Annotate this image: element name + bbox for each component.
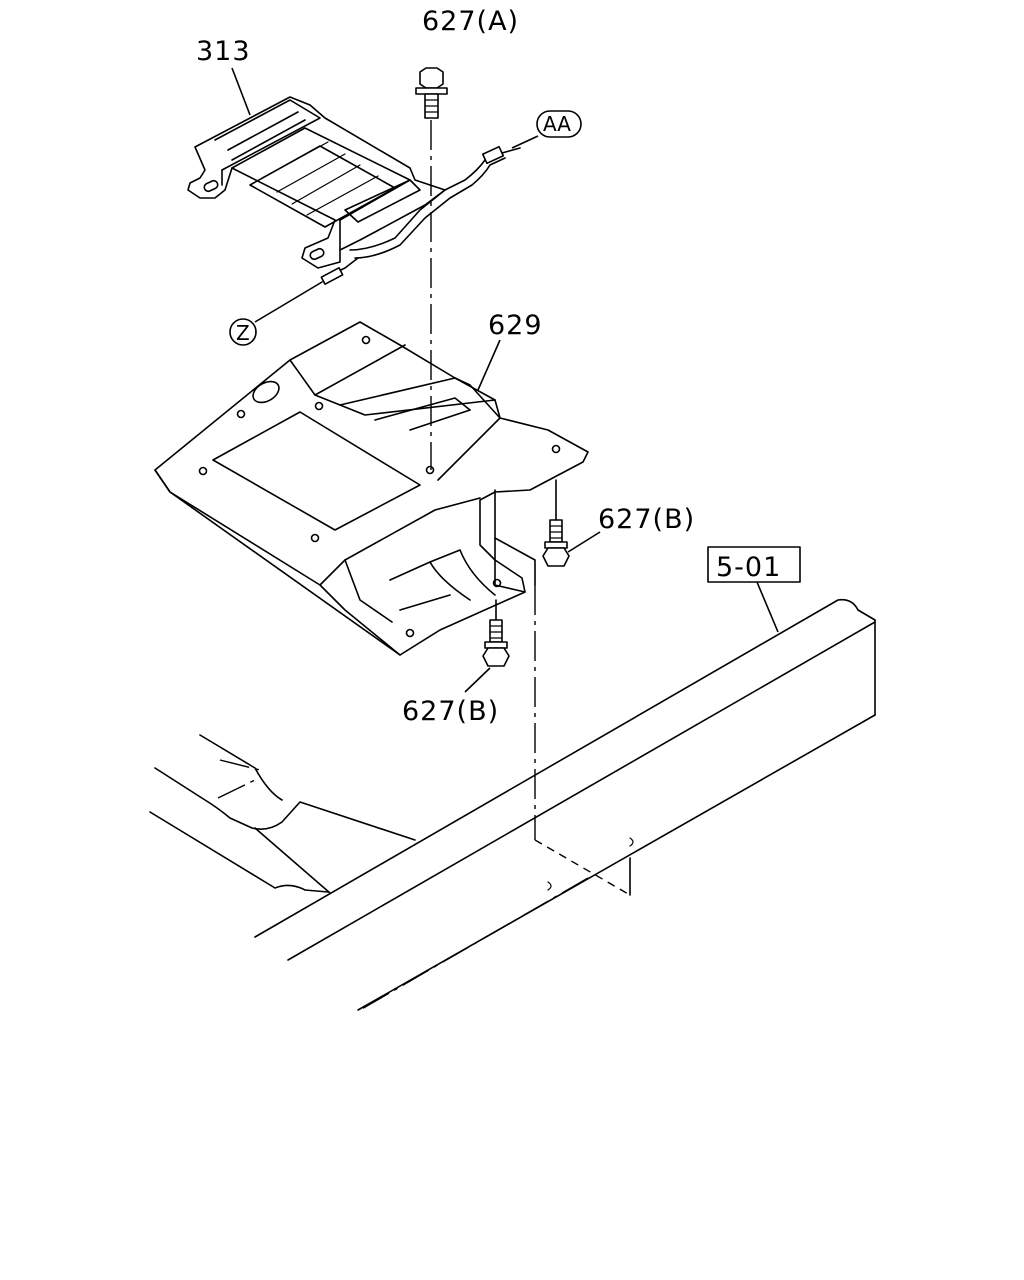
- bolt-627b-right: [542, 519, 570, 567]
- leader-629: [477, 339, 501, 391]
- callout-627b-bottom: 627(B): [402, 696, 499, 727]
- bracket-assembly: [187, 96, 521, 323]
- bolt-627a: [415, 67, 448, 119]
- bolt-627b-bottom: [482, 619, 510, 667]
- connector-aa-label: AA: [543, 112, 571, 136]
- connector-z-label: Z: [236, 321, 250, 345]
- callout-629: 629: [488, 310, 543, 341]
- callout-313: 313: [196, 36, 251, 67]
- leader-aa: [511, 135, 539, 149]
- leader-5-01: [756, 581, 779, 633]
- leader-627b-right: [567, 531, 601, 553]
- connector-aa-badge: [536, 110, 582, 138]
- shield-plate: [154, 321, 589, 656]
- connector-z-badge: [229, 318, 257, 346]
- leader-313: [231, 67, 251, 116]
- ref-box-label: 5-01: [716, 552, 781, 583]
- frame-rail: [149, 585, 876, 1011]
- callout-627a: 627(A): [422, 6, 519, 37]
- callout-627b-right: 627(B): [598, 504, 695, 535]
- ref-box: [707, 546, 801, 583]
- leader-627b-bottom: [464, 667, 491, 693]
